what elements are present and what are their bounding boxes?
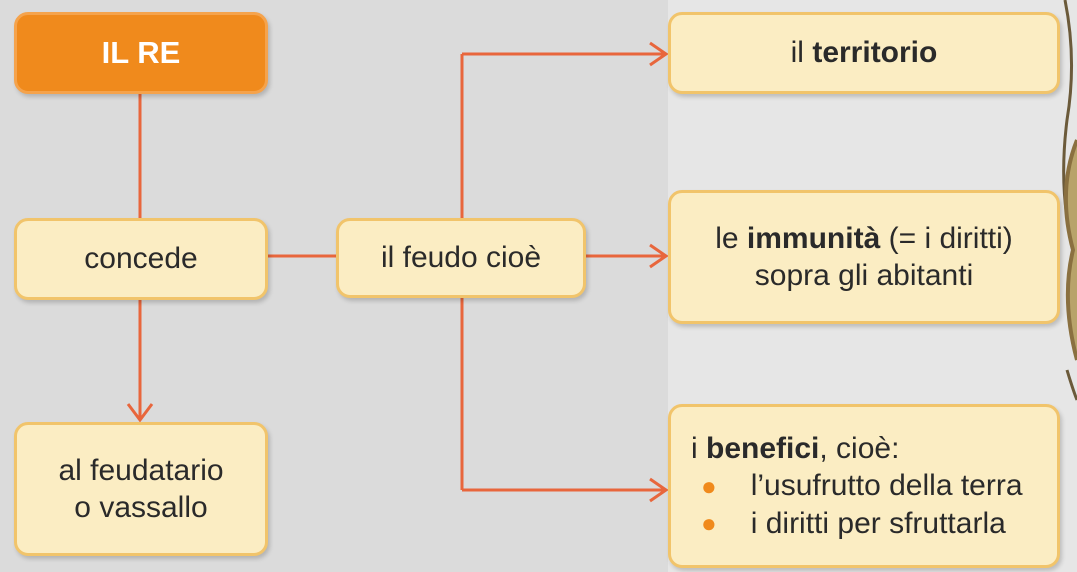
territorio-bold: territorio (812, 36, 938, 70)
vassal-node: al feudatario o vassallo (14, 422, 268, 556)
immunita-prefix: le (715, 221, 739, 255)
immunita-line1: le immunità (= i diritti) (715, 220, 1013, 258)
vassal-line2: o vassallo (74, 491, 208, 524)
immunita-bold: immunità (746, 221, 881, 255)
king-node: IL RE (14, 12, 268, 94)
arrowhead-benefici (649, 477, 669, 503)
bullet-icon: ● (701, 470, 717, 501)
arrowhead-territorio (649, 41, 669, 67)
immunita-node: le immunità (= i diritti) sopra gli abit… (668, 190, 1060, 324)
immunita-line2: sopra gli abitanti (754, 259, 974, 292)
arrowhead-vassal (126, 403, 154, 423)
immunita-suffix: (= i diritti) (888, 221, 1013, 255)
list-item: ● i diritti per sfruttarla (691, 505, 1057, 543)
concede-label: concede (84, 242, 198, 276)
feudo-label: il feudo cioè (380, 241, 542, 275)
benefici-prefix: i (691, 431, 698, 465)
benefici-node: i benefici, cioè: ● l’usufrutto della te… (668, 404, 1060, 568)
bullet-icon: ● (701, 508, 717, 539)
king-label: IL RE (101, 34, 181, 70)
territorio-prefix: il (790, 36, 804, 70)
list-item: ● l’usufrutto della terra (691, 467, 1057, 505)
concede-node: concede (14, 218, 268, 300)
territorio-node: il territorio (668, 12, 1060, 94)
vassal-line1: al feudatario (58, 453, 224, 487)
territorio-text: il territorio (791, 34, 938, 72)
benefici-item-1: l’usufrutto della terra (750, 469, 1023, 503)
arrowhead-immunita (649, 243, 669, 269)
benefici-content: i benefici, cioè: ● l’usufrutto della te… (671, 430, 1057, 543)
benefici-heading: i benefici, cioè: (691, 430, 1057, 468)
benefici-suffix: , cioè: (819, 431, 900, 465)
benefici-item-2: i diritti per sfruttarla (750, 506, 1006, 540)
illustration-fragment (1062, 0, 1077, 401)
benefici-bold: benefici (706, 431, 820, 465)
feudo-node: il feudo cioè (336, 218, 586, 298)
